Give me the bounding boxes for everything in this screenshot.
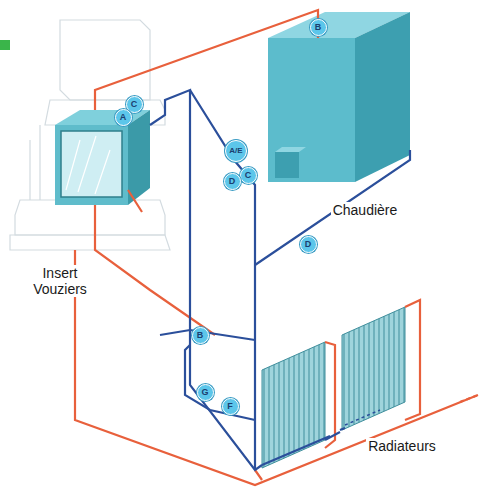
callout-letter: D <box>300 236 317 253</box>
callout-letter: B <box>192 327 209 344</box>
part-name: Chaudière <box>331 202 400 218</box>
insert-vouziers-drawing <box>55 110 150 205</box>
supply-pipe <box>75 10 478 485</box>
boiler-drawing <box>268 12 410 182</box>
part-name: Insert Vouziers <box>27 265 93 297</box>
return-pipe <box>150 90 410 470</box>
callout-letter: F <box>222 398 239 415</box>
fireplace-outline <box>10 20 170 250</box>
callout-letter: D <box>224 173 241 190</box>
callout-letter: G <box>197 384 214 401</box>
callout-letter: A <box>115 109 132 126</box>
green-tab <box>0 40 10 50</box>
part-name: Radiateurs <box>366 438 438 454</box>
callout-letter: C <box>240 167 257 184</box>
callout-letter: A/E <box>225 140 247 162</box>
callout-letter: B <box>310 19 327 36</box>
